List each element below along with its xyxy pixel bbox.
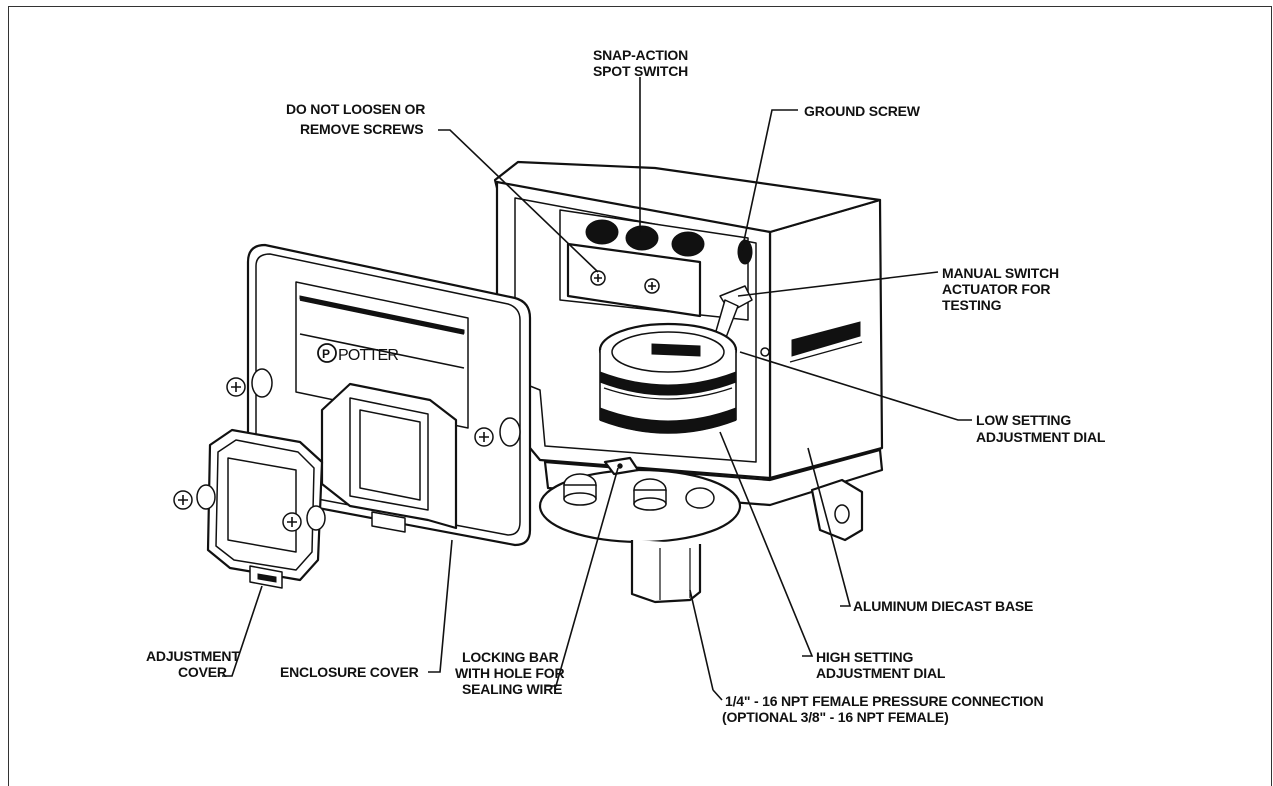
label-adjustment-cover-1: ADJUSTMENT — [146, 648, 240, 664]
leader-lines — [222, 77, 972, 701]
label-do-not-loosen-2: REMOVE SCREWS — [300, 121, 423, 137]
label-aluminum-base: ALUMINUM DIECAST BASE — [853, 598, 1033, 614]
label-high-setting-2: ADJUSTMENT DIAL — [816, 665, 946, 681]
label-snap-action-1: SNAP-ACTION — [593, 47, 688, 63]
label-adjustment-cover-2: COVER — [178, 664, 227, 680]
logo-text: POTTER — [338, 347, 398, 364]
label-manual-switch-2: ACTUATOR FOR — [942, 281, 1050, 297]
label-do-not-loosen-1: DO NOT LOOSEN OR — [286, 101, 425, 117]
adjustment-screw-right — [282, 505, 326, 532]
label-enclosure-cover: ENCLOSURE COVER — [280, 664, 419, 680]
label-pressure-connection-1: 1/4" - 16 NPT FEMALE PRESSURE CONNECTION — [725, 693, 1043, 709]
label-locking-bar-3: SEALING WIRE — [462, 681, 562, 697]
cover-screw-left — [226, 368, 273, 398]
enclosure-cover — [226, 243, 532, 547]
adjustment-screw-left — [173, 484, 216, 510]
label-pressure-connection-2: (OPTIONAL 3/8" - 16 NPT FEMALE) — [722, 709, 949, 725]
label-manual-switch-3: TESTING — [942, 297, 1002, 313]
label-locking-bar-2: WITH HOLE FOR — [455, 665, 564, 681]
label-snap-action-2: SPOT SWITCH — [593, 63, 688, 79]
diecast-base — [538, 448, 884, 604]
label-low-setting-2: ADJUSTMENT DIAL — [976, 429, 1106, 445]
adjustment-cover — [173, 428, 326, 589]
logo-mark: P — [322, 347, 330, 361]
label-manual-switch-1: MANUAL SWITCH — [942, 265, 1059, 281]
label-ground-screw: GROUND SCREW — [804, 103, 921, 119]
potter-logo: P POTTER — [317, 343, 399, 364]
label-high-setting-1: HIGH SETTING — [816, 649, 913, 665]
switch-assembly — [559, 209, 753, 349]
label-locking-bar-1: LOCKING BAR — [462, 649, 559, 665]
label-low-setting-1: LOW SETTING — [976, 412, 1071, 428]
frame-border — [8, 6, 1272, 786]
adjustment-dials — [598, 322, 738, 434]
cover-screw-right — [474, 417, 521, 447]
callout-labels: SNAP-ACTION SPOT SWITCH DO NOT LOOSEN OR… — [146, 47, 1106, 725]
